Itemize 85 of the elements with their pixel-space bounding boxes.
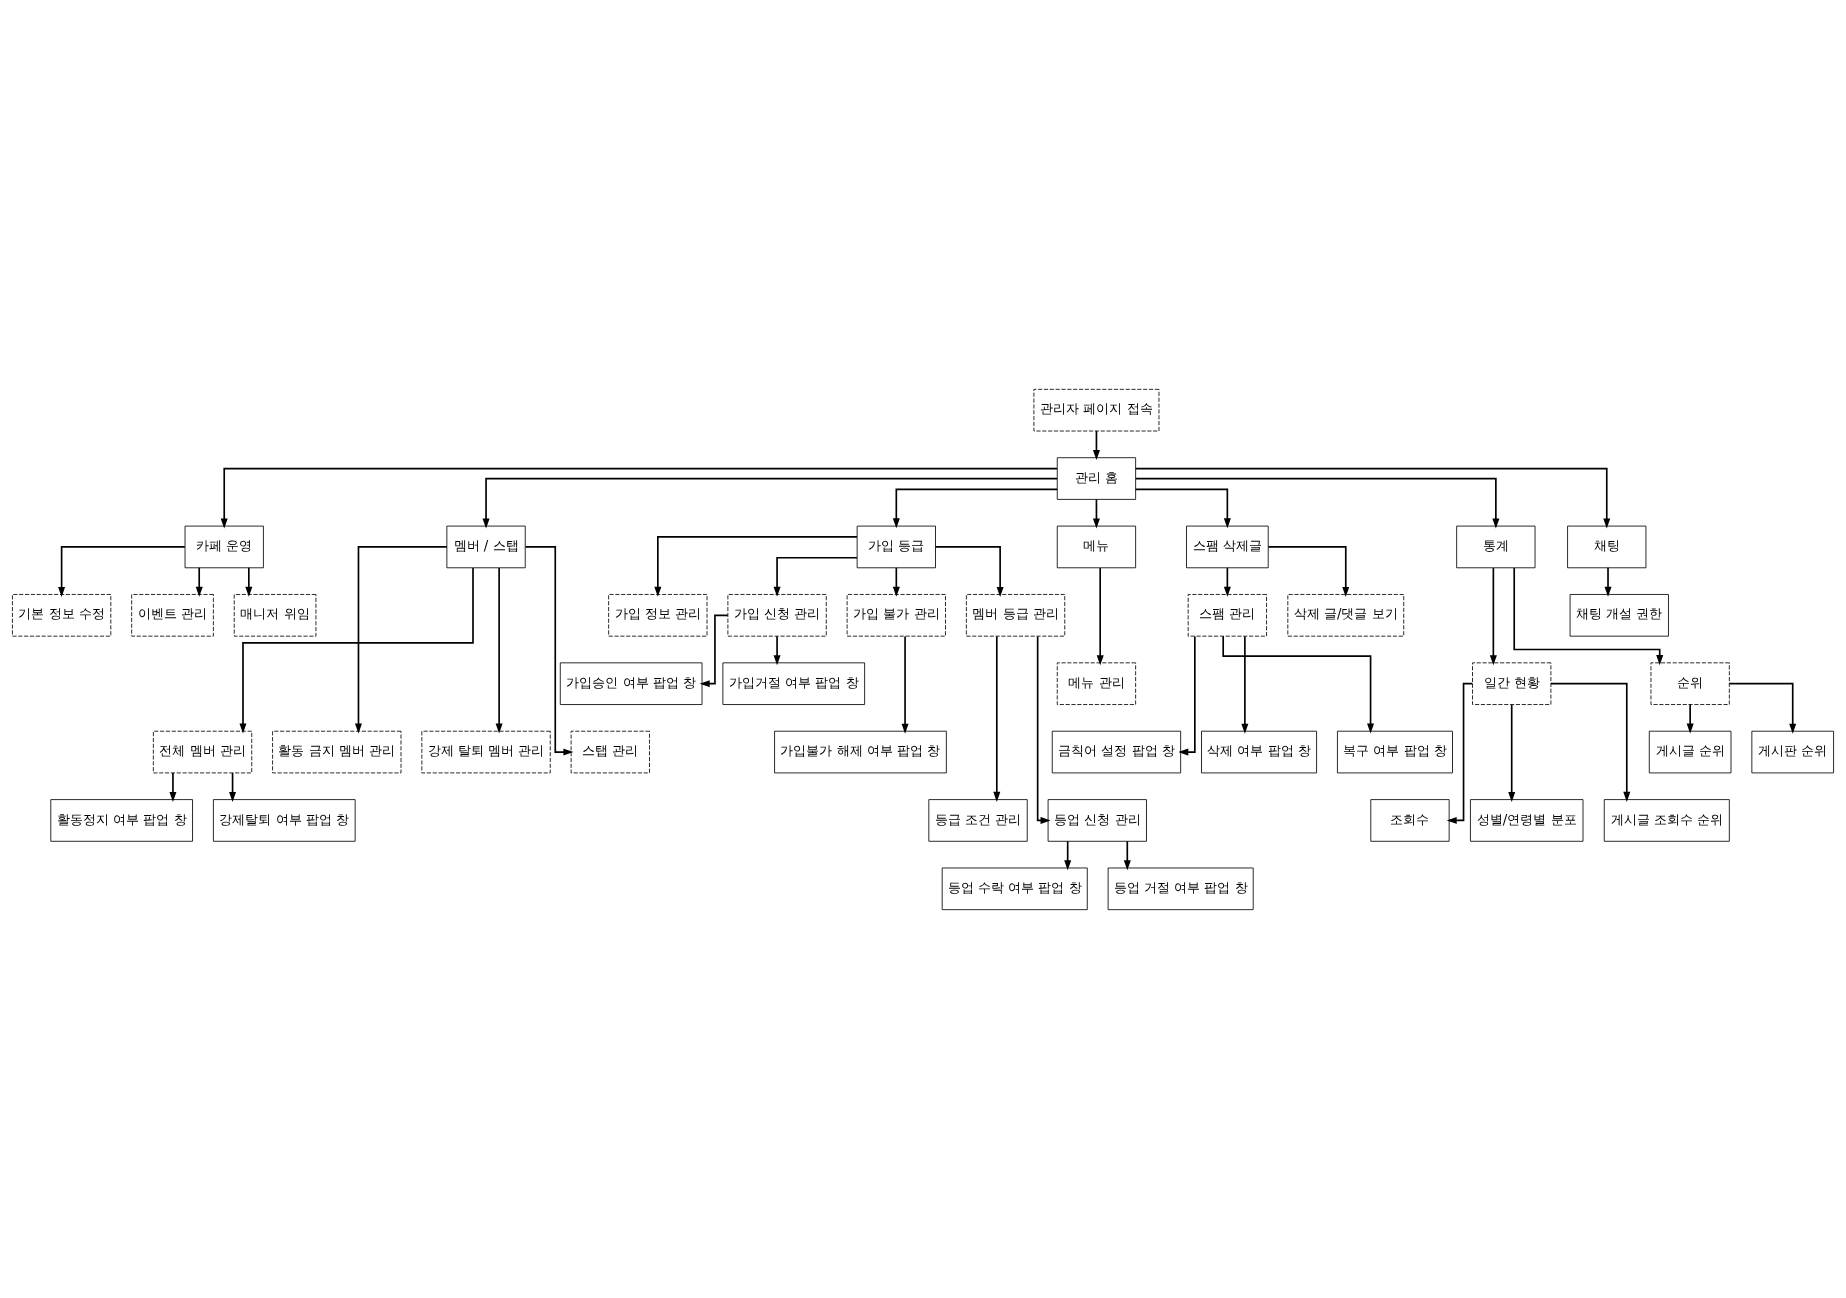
arrow [1036,635,1051,824]
arrow [773,634,781,665]
arrow [220,467,1058,528]
arrow [1728,682,1797,734]
node-box: 스탭 관리 [570,730,650,773]
arrow [524,545,574,756]
node-box: 강제탈퇴 여부 팝업 창 [212,798,356,842]
arrow [1604,566,1612,597]
arrow [1513,566,1664,665]
arrow [482,477,1058,529]
arrow [1092,498,1100,528]
node-box: 등업 거절 여부 팝업 창 [1107,867,1254,910]
arrow [229,771,237,802]
node-box: 게시판 순위 [1751,730,1834,773]
node-box: 기본 정보 수정 [12,593,112,637]
node-box: 복구 여부 팝업 창 [1337,730,1453,773]
node-box: 등업 신청 관리 [1047,798,1147,842]
node-box: 가입불가 해제 여부 팝업 창 [774,730,947,773]
node-box: 가입 불가 관리 [846,593,946,637]
arrow [1267,545,1350,597]
node-box: 금칙어 설정 팝업 창 [1051,730,1182,773]
node-box: 삭제 여부 팝업 창 [1201,730,1317,773]
node-box: 채팅 개설 권한 [1569,593,1669,637]
node-box: 메뉴 [1056,525,1137,568]
arrow [239,566,474,734]
node-box: 삭제 글/댓글 보기 [1287,593,1405,637]
arrow [1123,840,1131,870]
node-box: 게시글 조회수 순위 [1603,798,1730,842]
node-box: 멤버 등급 관리 [965,593,1066,637]
arrow [1489,566,1497,665]
node-box: 채팅 [1567,525,1647,568]
node-box: 게시글 순위 [1648,730,1732,773]
node-box: 성별/연령별 분포 [1470,798,1584,842]
arrow [993,635,1001,802]
node-box: 이벤트 관리 [131,593,214,637]
node-box: 등급 조건 관리 [928,798,1028,842]
arrow [1223,566,1231,597]
node-box: 멤버 / 스탭 [446,525,526,568]
node-box: 활동정지 여부 팝업 창 [50,798,193,842]
node-box: 조회수 [1370,798,1450,842]
arrow [892,566,900,597]
arrow [892,488,1058,528]
node-box: 강제 탈퇴 멤버 관리 [421,730,551,773]
arrow [1134,488,1231,528]
arrow [1178,635,1196,756]
node-box: 스팸 관리 [1187,593,1267,637]
node-box: 순위 [1650,661,1730,705]
arrow [1092,429,1100,460]
arrow [654,535,858,597]
arrow [1134,467,1611,528]
node-box: 카페 운영 [184,525,264,568]
arrow [169,771,177,802]
node-box: 가입 등급 [856,525,936,568]
arrow [773,556,858,597]
arrow [934,545,1004,597]
node-box: 등업 수락 여부 팝업 창 [941,867,1088,910]
node-box: 가입거절 여부 팝업 창 [722,661,866,705]
arrow [901,635,909,734]
arrow [1508,703,1516,802]
node-box: 통계 [1456,525,1536,568]
node-box: 가입 정보 관리 [608,593,708,637]
arrow [1686,703,1694,734]
arrow [58,545,186,597]
node-box: 가입 신청 관리 [727,593,827,637]
node-box: 전체 멤버 관리 [152,730,253,773]
node-box: 메뉴 관리 [1056,661,1137,705]
arrow [1222,634,1375,734]
arrow [1241,635,1249,734]
node-box: 일간 현황 [1472,661,1552,705]
arrow [495,566,503,734]
arrow [195,566,203,597]
arrow [1096,566,1104,665]
arrow [1550,682,1631,802]
node-box: 관리 홈 [1056,456,1137,500]
arrow [245,566,253,597]
node-box: 관리자 페이지 접속 [1033,388,1160,431]
arrow [1064,840,1072,870]
arrow [699,613,729,687]
arrow [1446,682,1474,824]
arrow [1135,477,1500,529]
node-box: 매니저 위임 [233,593,317,637]
arrow [354,545,448,733]
node-box: 활동 금지 멤버 관리 [272,730,402,773]
node-box: 가입승인 여부 팝업 창 [559,661,703,705]
node-box: 스팸 삭제글 [1186,525,1269,568]
